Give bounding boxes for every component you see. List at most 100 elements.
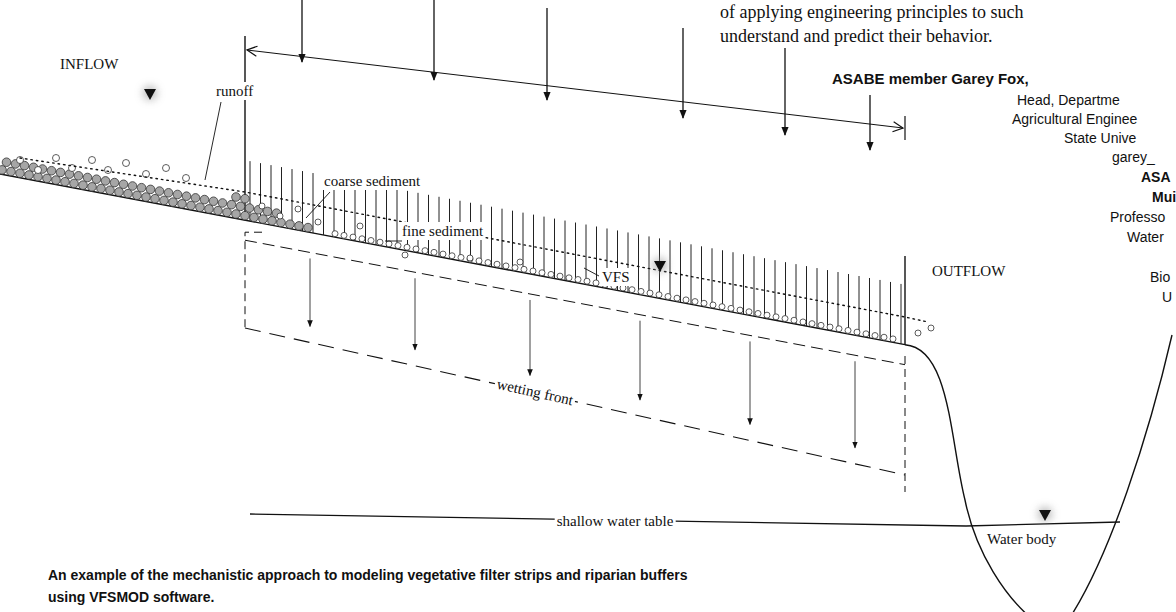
fine-particle [163, 165, 170, 172]
fine-particle [295, 206, 301, 212]
author-text: Head, Departme [1015, 92, 1122, 109]
fine-particle [928, 325, 934, 331]
grass-stem [575, 223, 576, 283]
fine-particle [863, 331, 869, 337]
fine-particle [521, 266, 527, 272]
fine-particle [782, 316, 788, 322]
author-text: ASABE member Garey Fox, [830, 70, 1031, 88]
coarse-particle [124, 189, 133, 198]
author-text: U [1160, 289, 1174, 306]
fine-particle [467, 255, 473, 261]
grass-stem [502, 209, 503, 269]
grass-stem [512, 211, 513, 271]
coarse-particle [70, 179, 79, 188]
fine-particle [485, 260, 491, 266]
infiltration-arrow [310, 258, 311, 326]
coarse-particle [16, 169, 25, 178]
fine-particle [593, 280, 599, 286]
grass-stem [313, 173, 314, 233]
water-level-symbol [1039, 510, 1051, 521]
fine-particle [404, 244, 410, 250]
coarse-particle [187, 201, 196, 210]
grass-stem [880, 280, 881, 340]
coarse-particle [61, 177, 70, 186]
grass-stem [271, 165, 272, 225]
grass-stem [743, 254, 744, 314]
coarse-particle [277, 218, 286, 227]
channel-left-bank [905, 345, 1040, 612]
grass-stem [775, 260, 776, 320]
grass-stem [869, 278, 870, 338]
coarse-particle [218, 199, 227, 208]
grass-stem [397, 189, 398, 249]
author-text: Agricultural Enginee [1010, 111, 1139, 128]
fine-particle [827, 324, 833, 330]
rain-arrow [869, 95, 870, 150]
coarse-particle [110, 178, 119, 187]
fine-particle [123, 160, 130, 167]
fine-particle [517, 259, 523, 265]
strip-boundary [904, 256, 905, 345]
fine-particle [386, 241, 392, 247]
coarse-particle [164, 188, 173, 197]
fine-particle [737, 307, 743, 313]
fine-particle [440, 251, 446, 257]
fine-particle [105, 167, 112, 174]
fine-particle [881, 334, 887, 340]
fine-particle [629, 287, 635, 293]
coarse-particle [106, 186, 115, 195]
rain-arrow [682, 28, 683, 118]
coarse-particle [83, 173, 92, 182]
grass-stem [712, 248, 713, 308]
fine-particle [548, 271, 554, 277]
sediment [0, 155, 934, 342]
fine-particle [575, 277, 581, 283]
grass-stem [764, 258, 765, 318]
fine-particle [701, 300, 707, 306]
fine-particle [854, 329, 860, 335]
channel-right-bank [1065, 335, 1172, 612]
coarse-particle [191, 194, 200, 203]
fine-particle [368, 237, 374, 243]
coarse-particle [286, 220, 295, 229]
fine-particle [512, 265, 518, 271]
water-level-symbol [144, 89, 156, 100]
grass-stem [533, 215, 534, 275]
fine-particle [791, 317, 797, 323]
fine-particle [402, 252, 408, 258]
coarse-particle [160, 196, 169, 205]
grass-stem [565, 221, 566, 281]
rain-arrow [784, 48, 785, 135]
fine-particle [503, 263, 509, 269]
ground-surface [0, 174, 905, 345]
fine-particle [530, 268, 536, 274]
coarse-particle [47, 166, 56, 175]
coarse-particle [151, 194, 160, 203]
coarse-particle [259, 215, 268, 224]
fine-particle [413, 246, 419, 252]
fine-particle [710, 302, 716, 308]
fine-particle [89, 157, 96, 164]
coarse-particle [223, 208, 232, 217]
fine-particle [259, 203, 265, 209]
grass-stem [785, 262, 786, 322]
zone-label: OUTFLOW [930, 262, 1007, 280]
leader-lines [205, 102, 599, 276]
coarse-particle [200, 195, 209, 204]
figure-caption: An example of the mechanistic approach t… [48, 564, 688, 608]
grass-stem [491, 207, 492, 267]
leader-line [205, 102, 221, 180]
coarse-particle [25, 171, 34, 180]
water-level-symbol [654, 261, 666, 272]
coarse-particle [97, 184, 106, 193]
coarse-particle [52, 176, 61, 185]
grass-stem [838, 272, 839, 332]
coarse-particle [241, 194, 250, 203]
coarse-particle [128, 182, 137, 191]
author-text: Bio [1148, 269, 1172, 286]
coarse-particle [142, 193, 151, 202]
fine-particle [656, 292, 662, 298]
author-text: Mui [1150, 189, 1176, 206]
grass-stem [722, 250, 723, 310]
grass-stem [890, 282, 891, 342]
